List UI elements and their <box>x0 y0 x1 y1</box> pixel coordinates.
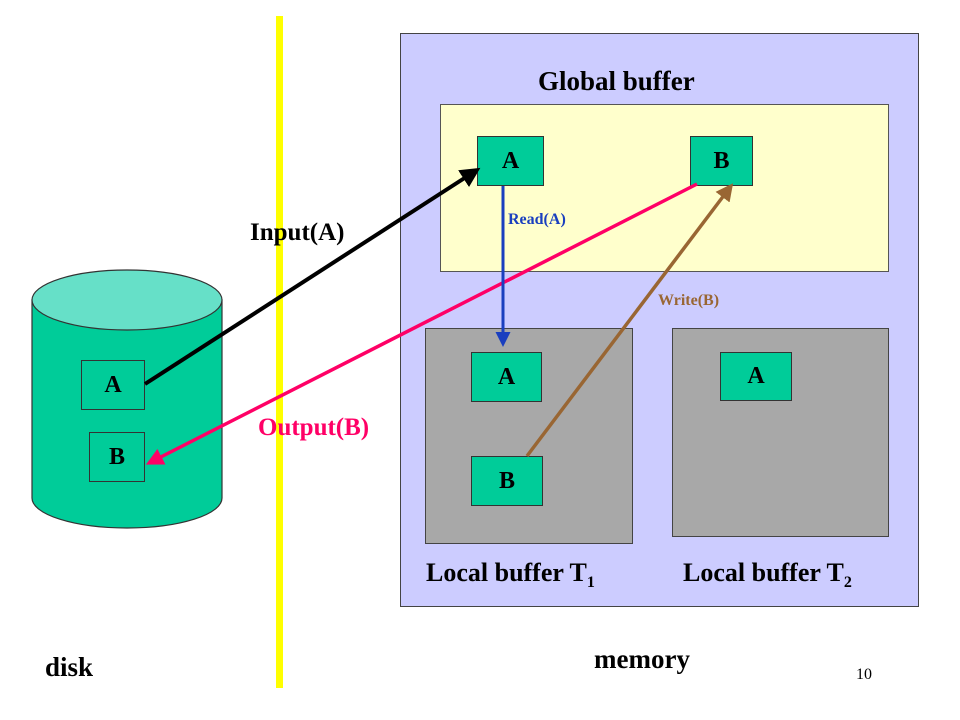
disk-label: disk <box>45 652 94 682</box>
output-arrow <box>145 182 698 465</box>
write-arrow-label: Write(B) <box>658 292 720 309</box>
local1-block-a: A <box>471 352 542 402</box>
read-arrow-label: Read(A) <box>508 211 566 228</box>
memory-label: memory <box>594 644 690 674</box>
write-arrow <box>525 183 734 458</box>
input-arrow-label: Input(A) <box>250 219 345 246</box>
disk-memory-divider <box>276 16 283 688</box>
output-arrow-label: Output(B) <box>258 414 370 441</box>
disk-block-b: B <box>89 432 145 482</box>
local1-block-b: B <box>471 456 543 506</box>
global-block-b: B <box>690 136 753 186</box>
local2-block-a: A <box>720 352 792 401</box>
input-arrow <box>143 167 481 386</box>
page-number: 10 <box>856 666 872 683</box>
global-buffer-label: Global buffer <box>538 66 695 96</box>
global-buffer <box>440 104 889 272</box>
local-buffer-t1-label: Local buffer T1 <box>426 558 595 592</box>
disk-block-a: A <box>81 360 145 410</box>
local-buffer-t2-label: Local buffer T2 <box>683 558 852 592</box>
global-block-a: A <box>477 136 544 186</box>
